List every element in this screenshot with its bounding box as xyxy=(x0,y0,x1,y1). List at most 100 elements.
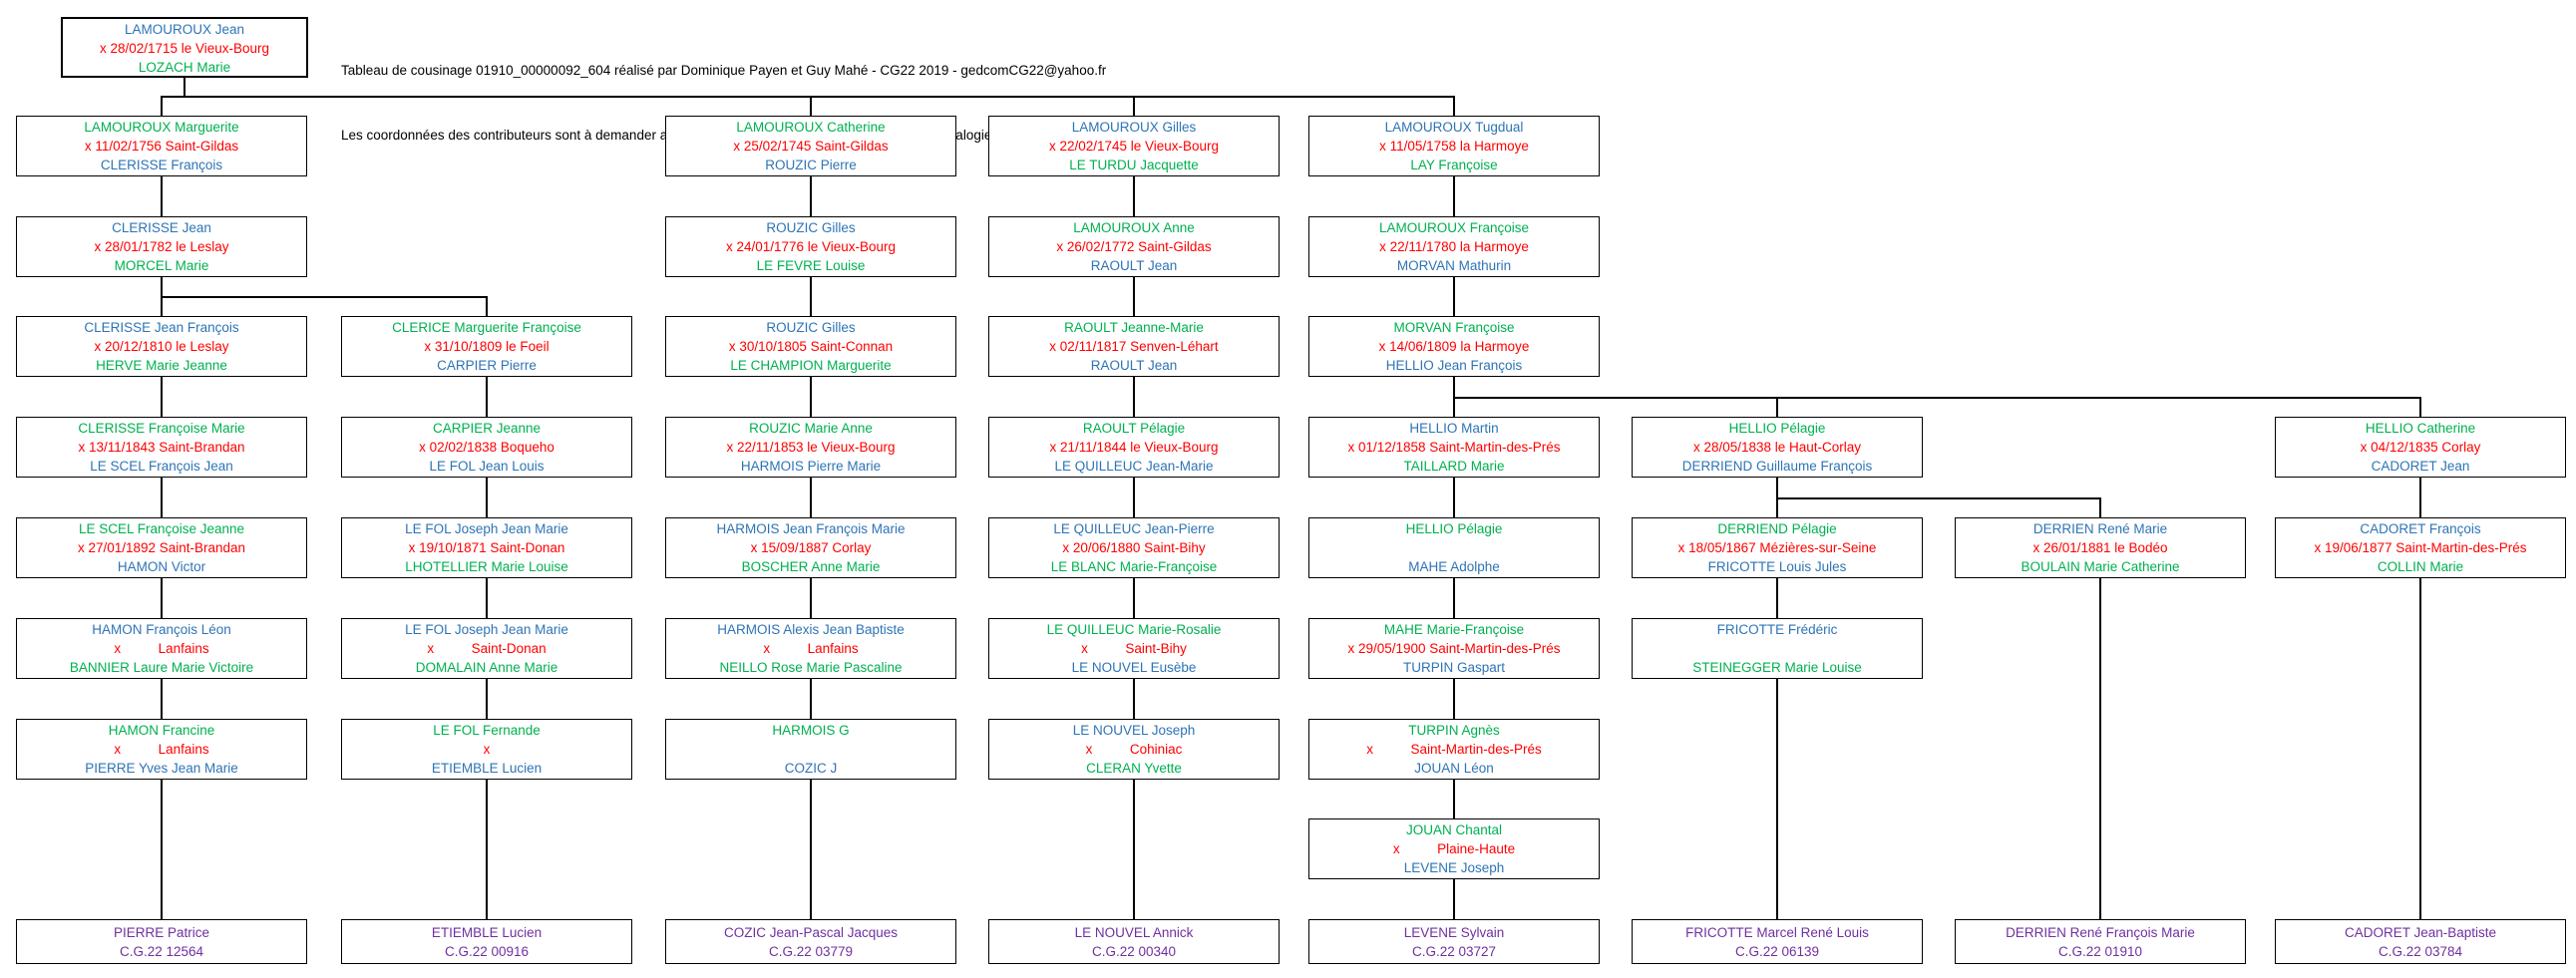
connector-line xyxy=(1776,398,1778,417)
person-name: CADORET Jean-Baptiste xyxy=(2344,925,2497,940)
connector-line xyxy=(2099,578,2101,919)
marriage-info: x 27/01/1892 Saint-Brandan xyxy=(77,540,246,555)
connector-line xyxy=(2419,478,2421,517)
person-name: LE FOL Joseph Jean Marie xyxy=(405,622,568,637)
person-name: HELLIO Martin xyxy=(1409,421,1499,436)
spouse-name: MORVAN Mathurin xyxy=(1396,258,1512,273)
connector-line xyxy=(486,780,488,919)
spouse-name: COLLIN Marie xyxy=(2377,559,2464,574)
spouse-name: LE FEVRE Louise xyxy=(756,258,866,273)
connector-line xyxy=(810,97,812,116)
person-box: LE SCEL Françoise Jeanne x 27/01/1892 Sai… xyxy=(16,517,307,578)
marriage-info: x 20/12/1810 le Leslay xyxy=(94,339,229,354)
marriage-info: x 19/06/1877 Saint-Martin-des-Prés xyxy=(2314,540,2527,555)
marriage-info: x 29/05/1900 Saint-Martin-des-Prés xyxy=(1347,641,1561,656)
spouse-name: CADORET Jean xyxy=(2371,459,2470,474)
connector-line xyxy=(2419,578,2421,919)
connector-line xyxy=(161,478,163,517)
marriage-info: x 28/01/1782 le Leslay xyxy=(94,239,229,254)
marriage-info: x 01/12/1858 Saint-Martin-des-Prés xyxy=(1347,440,1561,455)
spouse-name: RAOULT Jean xyxy=(1090,358,1178,373)
spouse-name: HARMOIS Pierre Marie xyxy=(740,459,882,474)
connector-line xyxy=(1133,97,1135,116)
spouse-name: LE NOUVEL Eusèbe xyxy=(1071,660,1197,675)
spouse-name: HELLIO Jean François xyxy=(1385,358,1523,373)
marriage-info: x 26/01/1881 le Bodéo xyxy=(2032,540,2168,555)
connector-line xyxy=(1453,176,1455,216)
spouse-name: TAILLARD Marie xyxy=(1403,459,1505,474)
person-name: HAMON Francine xyxy=(108,723,215,738)
marriage-info xyxy=(1633,639,1922,658)
cg22-number: C.G.22 03784 xyxy=(2378,944,2463,959)
connector-line xyxy=(1133,176,1135,216)
person-name: FRICOTTE Frédéric xyxy=(1716,622,1838,637)
cg22-number: C.G.22 01910 xyxy=(2057,944,2143,959)
person-name: LAMOUROUX Catherine xyxy=(736,120,886,135)
connector-line xyxy=(1133,679,1135,719)
cg22-number: C.G.22 12564 xyxy=(119,944,204,959)
marriage-info: x Cohiniac xyxy=(1085,742,1183,757)
connector-line xyxy=(810,478,812,517)
connector-line xyxy=(1453,397,2421,399)
person-name: TURPIN Agnès xyxy=(1408,723,1500,738)
spouse-name: TURPIN Gaspart xyxy=(1402,660,1506,675)
person-name: CLERISSE Françoise Marie xyxy=(78,421,245,436)
person-name: COZIC Jean-Pascal Jacques xyxy=(723,925,899,940)
marriage-info: x 22/11/1780 la Harmoye xyxy=(1379,239,1529,254)
marriage-info: x 04/12/1835 Corlay xyxy=(2360,440,2481,455)
connector-line xyxy=(1133,478,1135,517)
connector-line xyxy=(1776,497,2101,499)
spouse-name: LE SCEL François Jean xyxy=(90,459,233,474)
person-name: LE QUILLEUC Marie-Rosalie xyxy=(1046,622,1222,637)
person-name: ROUZIC Marie Anne xyxy=(749,421,873,436)
marriage-info: x Saint-Donan xyxy=(427,641,547,656)
cg22-number: C.G.22 06139 xyxy=(1734,944,1820,959)
connector-line xyxy=(1453,277,1455,316)
spouse-name: LEVENE Joseph xyxy=(1403,860,1505,875)
marriage-info: x 18/05/1867 Mézières-sur-Seine xyxy=(1677,540,1877,555)
connector-line xyxy=(486,578,488,618)
spouse-name: HAMON Victor xyxy=(117,559,206,574)
person-name: LE SCEL Françoise Jeanne xyxy=(78,521,245,536)
spouse-name: BANNIER Laure Marie Victoire xyxy=(69,660,254,675)
connector-line xyxy=(1453,97,1455,116)
spouse-name: ROUZIC Pierre xyxy=(765,158,857,172)
spouse-name: LE BLANC Marie-Françoise xyxy=(1050,559,1218,574)
connector-line xyxy=(161,578,163,618)
person-name: LEVENE Sylvain xyxy=(1403,925,1505,940)
marriage-info: x 02/11/1817 Senven-Léhart xyxy=(1049,339,1219,354)
person-name: LE NOUVEL Annick xyxy=(1074,925,1194,940)
connector-line xyxy=(1453,478,1455,517)
marriage-info: x 15/09/1887 Corlay xyxy=(750,540,872,555)
person-name: MORVAN Françoise xyxy=(1393,320,1515,335)
person-name: LAMOUROUX Marguerite xyxy=(84,120,239,135)
marriage-info: x Lanfains xyxy=(114,641,209,656)
cg22-number: C.G.22 03727 xyxy=(1411,944,1497,959)
